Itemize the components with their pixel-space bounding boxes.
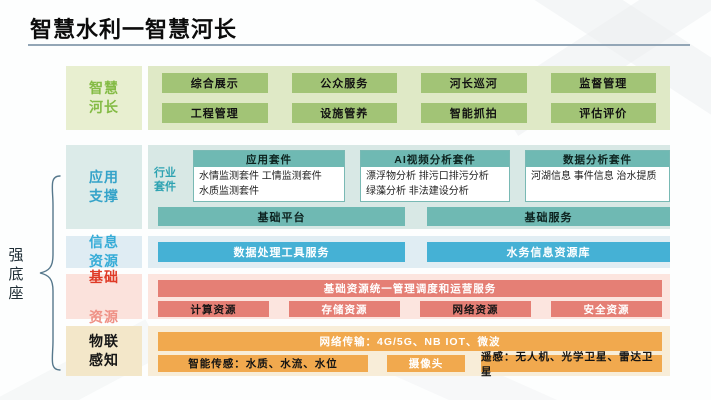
layer-information-resources: 信息 资源 数据处理工具服务 水务信息资源库 xyxy=(0,234,711,269)
storage-resource-cell: 存储资源 xyxy=(289,301,400,317)
suite-line: 漂浮物分析 排污口排污分析 xyxy=(366,171,489,182)
layer-label-iot-perception: 物联 感知 xyxy=(66,326,142,376)
network-transmission-bar: 网络传输：4G/5G、NB IOT、微波 xyxy=(158,332,662,351)
data-tool-service-bar: 数据处理工具服务 xyxy=(158,242,405,262)
layer-content-information-resources: 数据处理工具服务 水务信息资源库 xyxy=(148,236,670,268)
water-info-repository-bar: 水务信息资源库 xyxy=(427,242,670,262)
title-underline xyxy=(28,44,690,46)
layer-label-application-support: 应用 支撑 xyxy=(66,145,142,229)
label-part: 资源 xyxy=(89,308,119,325)
industry-suite-label: 行业 套件 xyxy=(154,167,176,193)
suite-title: AI视频分析套件 xyxy=(361,151,509,167)
resource-management-bar: 基础资源统一管理调度和运营服务 xyxy=(158,280,662,297)
layer-iot-perception: 物联 感知 网络传输：4G/5G、NB IOT、微波 智能传感：水质、水流、水位… xyxy=(0,326,711,378)
suite-ai-video-analysis: AI视频分析套件 漂浮物分析 排污口排污分析 绿藻分析 非法建设分析 xyxy=(360,150,510,202)
module-chip: 设施管养 xyxy=(291,103,397,123)
module-chip: 综合展示 xyxy=(162,73,268,93)
suite-title: 数据分析套件 xyxy=(526,151,669,167)
module-chip: 评估评价 xyxy=(550,103,656,123)
layer-content-iot-perception: 网络传输：4G/5G、NB IOT、微波 智能传感：水质、水流、水位 摄像头 遥… xyxy=(148,326,670,378)
layer-content-basic-resources: 基础资源统一管理调度和运营服务 计算资源 存储资源 网络资源 安全资源 xyxy=(148,274,670,319)
suite-application: 应用套件 水情监测套件 工情监测套件 水质监测套件 xyxy=(193,150,345,202)
suite-line: 绿藻分析 非法建设分析 xyxy=(366,186,469,197)
layer-smart-river-chief: 智慧 河长 综合展示 公众服务 河长巡河 监督管理 工程管理 设施管养 智能抓拍… xyxy=(0,66,711,130)
suite-line: 河湖信息 事件信息 治水提质 xyxy=(531,171,657,182)
security-resource-cell: 安全资源 xyxy=(551,301,662,317)
layer-content-smart-river-chief: 综合展示 公众服务 河长巡河 监督管理 工程管理 设施管养 智能抓拍 评估评价 xyxy=(148,66,670,130)
page-title: 智慧水利一智慧河长 xyxy=(30,17,238,42)
layer-application-support: 应用 支撑 行业 套件 应用套件 水情监测套件 工情监测套件 水质监测套件 AI… xyxy=(0,145,711,229)
compute-resource-cell: 计算资源 xyxy=(158,301,269,317)
module-chip: 河长巡河 xyxy=(421,73,527,93)
suite-data-analysis: 数据分析套件 河湖信息 事件信息 治水提质 xyxy=(525,150,670,202)
camera-cell: 摄像头 xyxy=(387,355,465,372)
network-resource-cell: 网络资源 xyxy=(420,301,531,317)
smart-sensor-cell: 智能传感：水质、水流、水位 xyxy=(158,355,368,372)
layer-content-application-support: 行业 套件 应用套件 水情监测套件 工情监测套件 水质监测套件 AI视频分析套件… xyxy=(148,145,670,229)
left-brace-icon xyxy=(36,174,62,377)
module-chip: 公众服务 xyxy=(291,73,397,93)
module-chip: 工程管理 xyxy=(162,103,268,123)
layer-label-basic-resources: 基础 资源 xyxy=(66,269,142,325)
layer-label-information-resources: 信息 资源 xyxy=(66,234,142,269)
suite-line: 水情监测套件 工情监测套件 xyxy=(199,171,322,182)
layer-basic-resources: 基础 资源 基础资源统一管理调度和运营服务 计算资源 存储资源 网络资源 安全资… xyxy=(0,269,711,325)
suite-title: 应用套件 xyxy=(194,151,344,167)
module-chip: 监督管理 xyxy=(550,73,656,93)
strong-base-label: 强 底 座 xyxy=(8,247,24,302)
label-part: 基础 xyxy=(89,268,119,285)
suite-line: 水质监测套件 xyxy=(199,186,259,197)
basic-service-bar: 基础服务 xyxy=(427,207,670,226)
remote-sensing-cell: 遥感：无人机、光学卫星、雷达卫星 xyxy=(481,351,662,378)
basic-platform-bar: 基础平台 xyxy=(158,207,405,226)
module-chip: 智能抓拍 xyxy=(421,103,527,123)
layer-label-smart-river-chief: 智慧 河长 xyxy=(66,66,142,130)
